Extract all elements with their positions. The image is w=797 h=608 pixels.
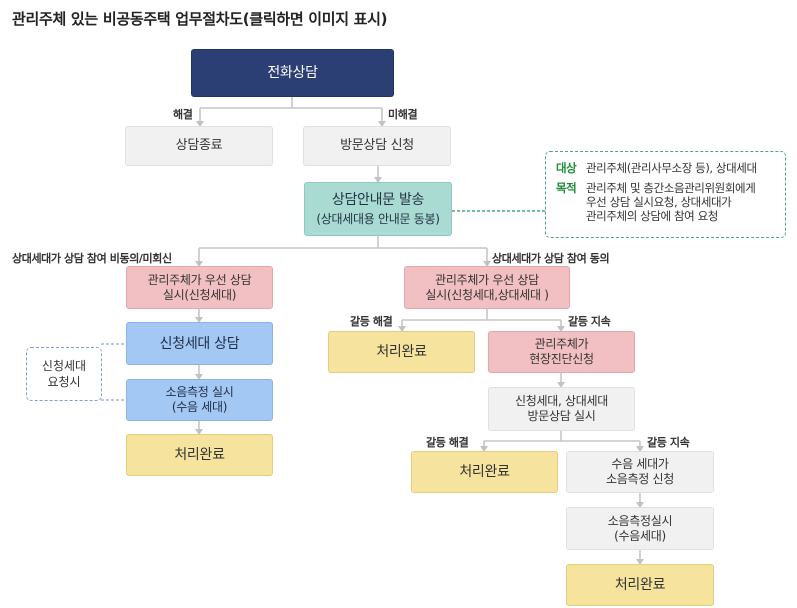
label-resolved: 해결 [173,108,193,121]
notice-node[interactable]: 상담안내문 발송 (상대세대용 안내문 동봉) [304,182,452,236]
right-mgmt-consult-node[interactable]: 관리주체가 우선 상담 실시(신청세대,상대세대 ) [404,266,570,309]
label-conflict-resolved-1: 갈등 해결 [350,315,393,328]
info-target-val: 관리주체(관리사무소장 등), 상대세대 [586,161,757,175]
done-4-node[interactable]: 처리완료 [566,564,714,606]
info-purpose-line2: 우선 상담 실시요청, 상대세대가 [586,195,732,209]
both-visit-node[interactable]: 신청세대, 상대세대 방문상담 실시 [488,387,635,431]
label-unresolved: 미해결 [388,108,418,121]
left-mgmt-consult-node[interactable]: 관리주체가 우선 상담 실시(신청세대) [126,266,273,309]
done-3-node[interactable]: 처리완료 [411,451,558,493]
label-conflict-continue-2: 갈등 지속 [647,436,690,449]
noise-measure-node[interactable]: 소음측정 실시 (수음 세대) [126,379,273,421]
info-target-key: 대상 [556,161,577,175]
left-done-node[interactable]: 처리완료 [126,434,273,476]
info-purpose-row: 목적 관리주체 및 층간소음관리위원회에게 우선 상담 실시요청, 상대세대가 … [556,181,777,223]
info-target-row: 대상 관리주체(관리사무소장 등), 상대세대 [556,161,777,175]
consult-end-node[interactable]: 상담종료 [125,126,273,166]
onsite-diagnosis-node[interactable]: 관리주체가 현장진단신청 [488,331,635,373]
recv-measure-node[interactable]: 소음측정실시 (수음세대) [566,507,714,550]
applicant-consult-node[interactable]: 신청세대 상담 [126,322,273,365]
info-purpose-key: 목적 [556,181,577,195]
mid-done-node[interactable]: 처리완료 [328,331,475,373]
info-purpose-line3: 관리주체의 상담에 참여 요청 [586,209,718,223]
label-conflict-continue-1: 갈등 지속 [568,315,611,328]
info-purpose-line1: 관리주체 및 층간소음관리위원회에게 [586,181,756,195]
side-request-box: 신청세대 요청시 [26,347,102,401]
recv-apply-node[interactable]: 수음 세대가 소음측정 신청 [566,451,714,493]
visit-request-node[interactable]: 방문상담 신청 [303,126,451,166]
label-right-branch: 상대세대가 상담 참여 동의 [492,252,610,265]
phone-consult-node[interactable]: 전화상담 [191,49,394,97]
page-title[interactable]: 관리주체 있는 비공동주택 업무절차도(클릭하면 이미지 표시) [12,10,388,28]
label-left-branch: 상대세대가 상담 참여 비동의/미회신 [12,252,172,265]
label-conflict-resolved-2: 갈등 해결 [426,436,469,449]
info-box: 대상 관리주체(관리사무소장 등), 상대세대 목적 관리주체 및 층간소음관리… [545,151,786,238]
